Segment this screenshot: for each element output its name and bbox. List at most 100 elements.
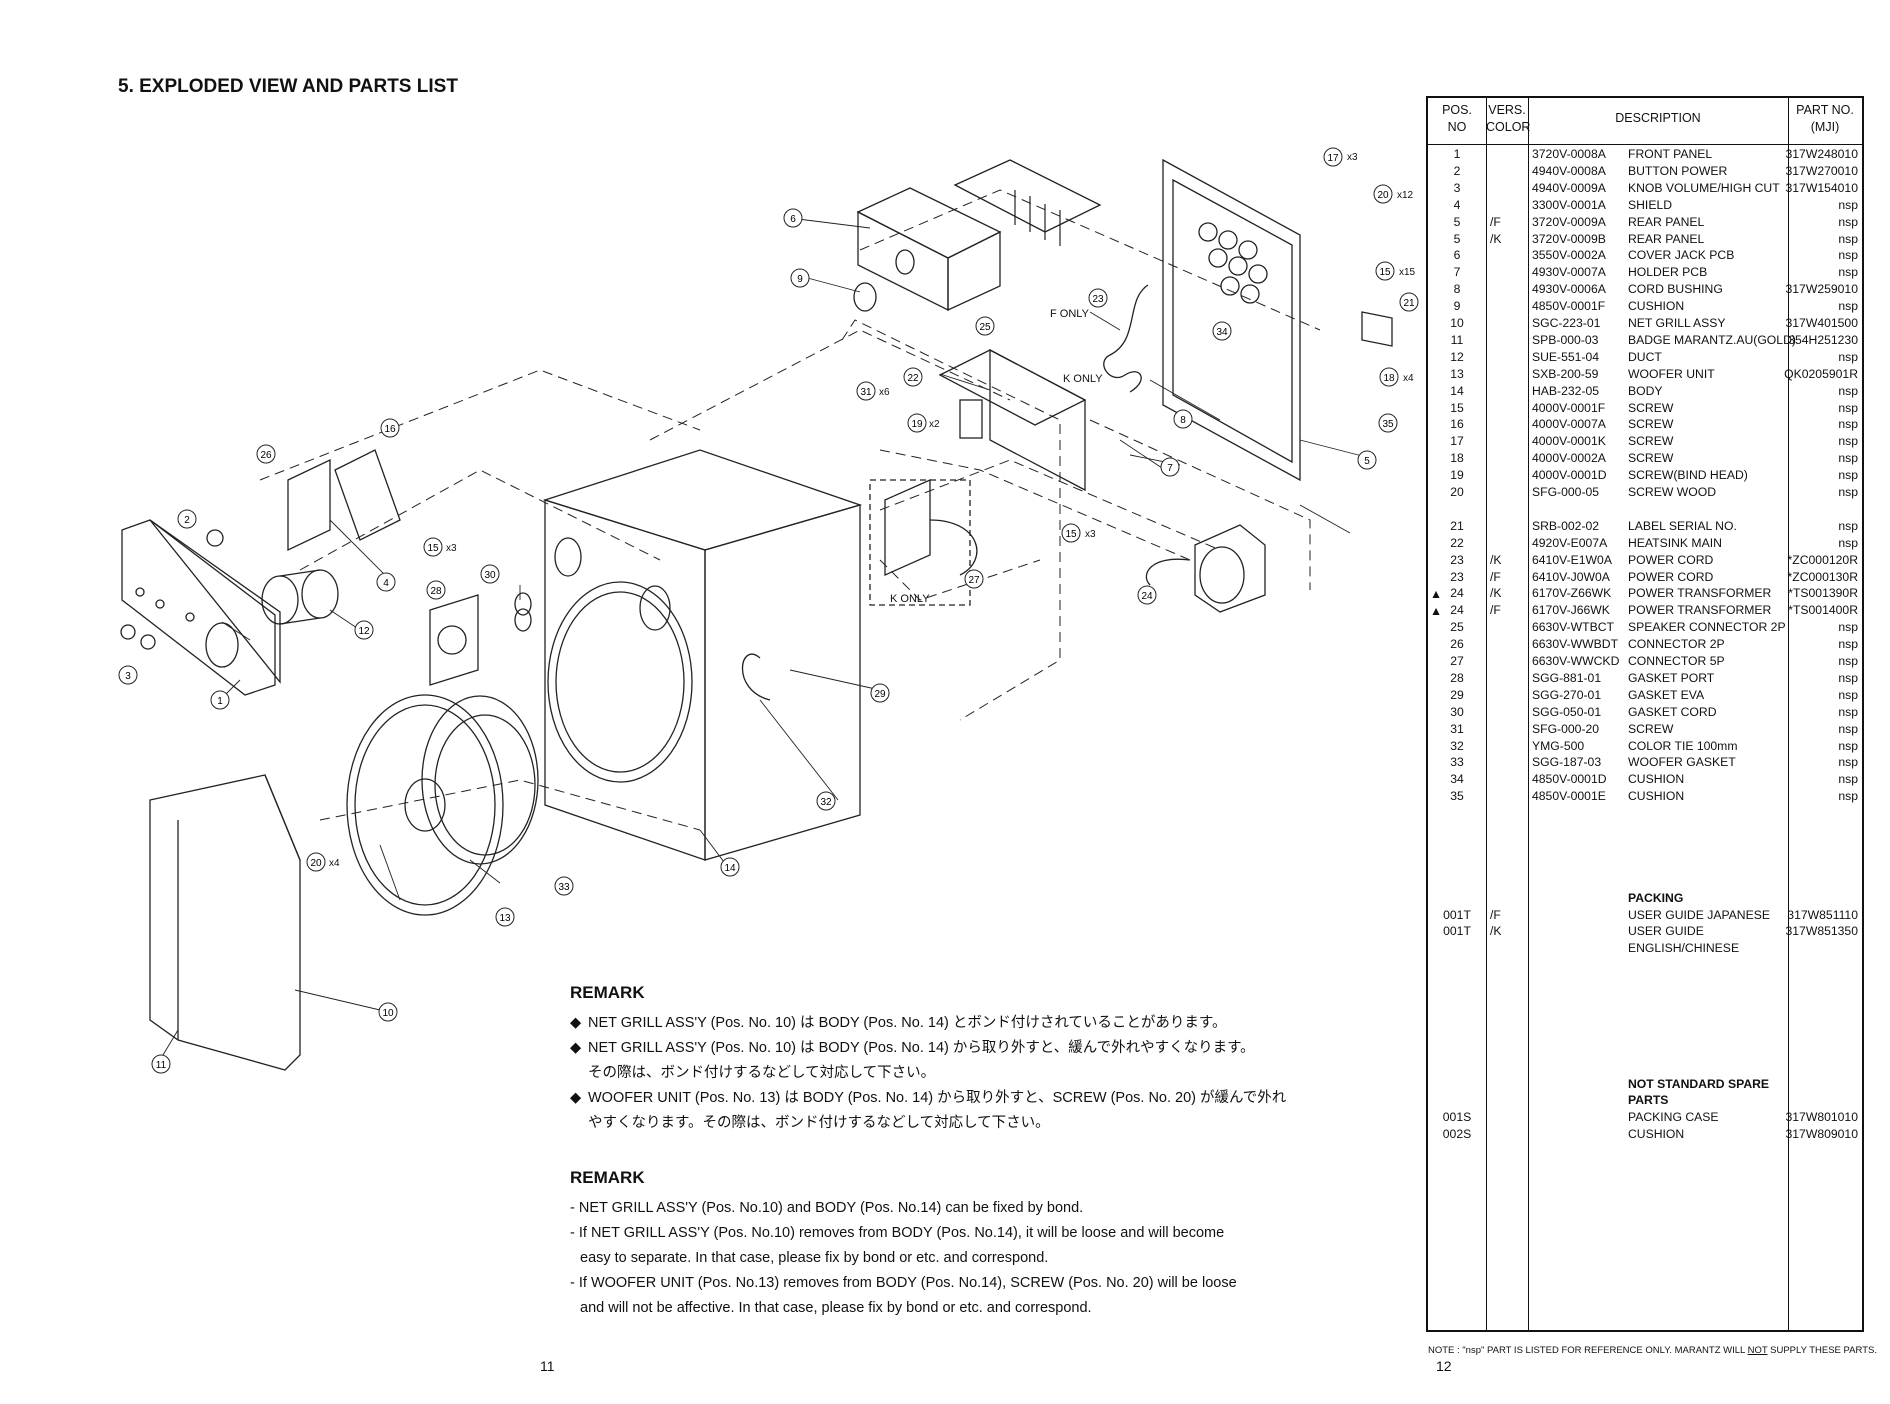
cell-pos: 14 — [1450, 383, 1464, 398]
svg-text:27: 27 — [968, 575, 980, 586]
cell-pos: 32 — [1450, 738, 1464, 753]
mult-31: x6 — [879, 387, 890, 398]
cell-code: 3550V-0002A — [1532, 248, 1606, 263]
cell-part: nsp — [1838, 231, 1858, 246]
svg-text:16: 16 — [384, 424, 396, 435]
cell-pos: 27 — [1450, 654, 1464, 668]
gasket-port — [429, 594, 479, 686]
svg-text:33: 33 — [558, 882, 570, 893]
remark-ja-line: ◆WOOFER UNIT (Pos. No. 13) は BODY (Pos. … — [570, 1086, 1286, 1111]
callout-9: 9 — [790, 268, 810, 288]
svg-text:28: 28 — [430, 586, 442, 597]
cell-part: nsp — [1838, 349, 1858, 364]
cell-pos: 15 — [1450, 400, 1464, 415]
cell-desc: CONNECTOR 2P — [1628, 637, 1725, 652]
cell-pos: 9 — [1453, 299, 1461, 314]
cell-pos: 11 — [1450, 332, 1464, 347]
cell-desc: SCREW(BIND HEAD) — [1628, 468, 1748, 483]
cell-desc: LABEL SERIAL NO. — [1628, 518, 1737, 533]
f-only-label: F ONLY — [1050, 308, 1090, 320]
callout-15b: 15 — [1375, 261, 1395, 281]
cell-desc: POWER CORD — [1628, 569, 1714, 584]
cell-pos: 6 — [1453, 248, 1461, 263]
cell-part: nsp — [1838, 620, 1858, 635]
callout-13: 13 — [495, 907, 515, 927]
svg-text:21: 21 — [1403, 298, 1415, 309]
svg-text:11: 11 — [156, 1060, 167, 1071]
cell-code: 4850V-0001F — [1532, 299, 1606, 314]
cell-pos: 31 — [1450, 721, 1464, 736]
diamond-bullet-icon: ◆ — [570, 1090, 582, 1106]
cell-pos: 3 — [1453, 180, 1461, 195]
callout-4: 4 — [376, 572, 396, 592]
svg-text:24: 24 — [1141, 591, 1153, 602]
callout-8: 8 — [1173, 409, 1193, 429]
cell-code: HAB-232-05 — [1532, 383, 1600, 398]
header-vers: VERS.COLOR — [1486, 103, 1531, 134]
cell-pos: 001T — [1443, 924, 1471, 939]
cell-part: 354H251230 — [1788, 332, 1858, 347]
svg-text:30: 30 — [484, 570, 496, 581]
cell-code: SFG-000-05 — [1532, 485, 1600, 499]
callout-33: 33 — [554, 876, 574, 896]
cell-desc: USER GUIDE — [1628, 924, 1704, 939]
packing-heading: PACKING — [1628, 890, 1684, 905]
callout-34: 34 — [1212, 321, 1232, 341]
svg-text:10: 10 — [382, 1008, 394, 1019]
callout-1: 1 — [210, 690, 230, 710]
svg-text:25: 25 — [979, 322, 991, 333]
cell-ver: /F — [1490, 603, 1501, 618]
cell-code: 6630V-WWCKD — [1532, 654, 1620, 668]
callout-30: 30 — [480, 564, 500, 584]
cell-code: SGC-223-01 — [1532, 316, 1601, 330]
cell-code: 6630V-WWBDT — [1532, 637, 1619, 652]
cell-pos: 002S — [1442, 1127, 1472, 1142]
remark-en-line: and will not be affective. In that case,… — [580, 1300, 1092, 1316]
k-only-box — [869, 479, 971, 606]
cell-desc: DUCT — [1628, 349, 1662, 364]
callout-12: 12 — [354, 620, 374, 640]
remark-japanese: REMARK ◆NET GRILL ASS'Y (Pos. No. 10) は … — [570, 983, 1286, 1136]
cell-desc: GASKET PORT — [1628, 670, 1715, 685]
cell-pos: 5 — [1453, 214, 1461, 229]
warning-triangle-icon: ▲ — [1430, 587, 1443, 602]
cell-code: 4930V-0006A — [1532, 282, 1606, 297]
callout-6: 6 — [783, 208, 803, 228]
k-only-label-2: K ONLY — [890, 593, 930, 605]
cell-desc: NET GRILL ASSY — [1628, 316, 1726, 330]
callout-31: 31 — [856, 381, 876, 401]
spare-heading: PARTS — [1628, 1093, 1669, 1108]
cell-code: SUE-551-04 — [1532, 349, 1600, 364]
cell-ver: /F — [1490, 214, 1501, 229]
callout-2: 2 — [177, 509, 197, 529]
cell-part: 317W851110 — [1787, 907, 1858, 922]
svg-text:22: 22 — [907, 373, 919, 384]
callout-21: 21 — [1399, 292, 1419, 312]
table-row — [1428, 501, 1862, 518]
cell-code: 3300V-0001A — [1532, 197, 1606, 212]
power-cord — [1103, 284, 1149, 393]
cell-pos: 5 — [1453, 231, 1461, 246]
cell-pos: 19 — [1450, 468, 1464, 483]
header-part-no: PART NO.(MJI) — [1796, 103, 1854, 134]
cell-code: SFG-000-20 — [1532, 721, 1600, 736]
power-transformer — [1145, 524, 1266, 613]
cell-pos: 23 — [1450, 552, 1464, 567]
cell-code: 4850V-0001D — [1532, 772, 1607, 787]
cushion-9 — [853, 282, 877, 312]
cell-pos: 21 — [1450, 518, 1464, 533]
cell-code: YMG-500 — [1532, 738, 1585, 753]
cell-desc: WOOFER UNIT — [1628, 366, 1715, 381]
cell-desc: SPEAKER CONNECTOR 2P — [1628, 620, 1786, 635]
cell-ver: /F — [1490, 907, 1501, 922]
header-pos: POS.NO — [1442, 103, 1472, 134]
cell-code: 4930V-0007A — [1532, 265, 1606, 280]
cell-part: nsp — [1838, 654, 1858, 668]
